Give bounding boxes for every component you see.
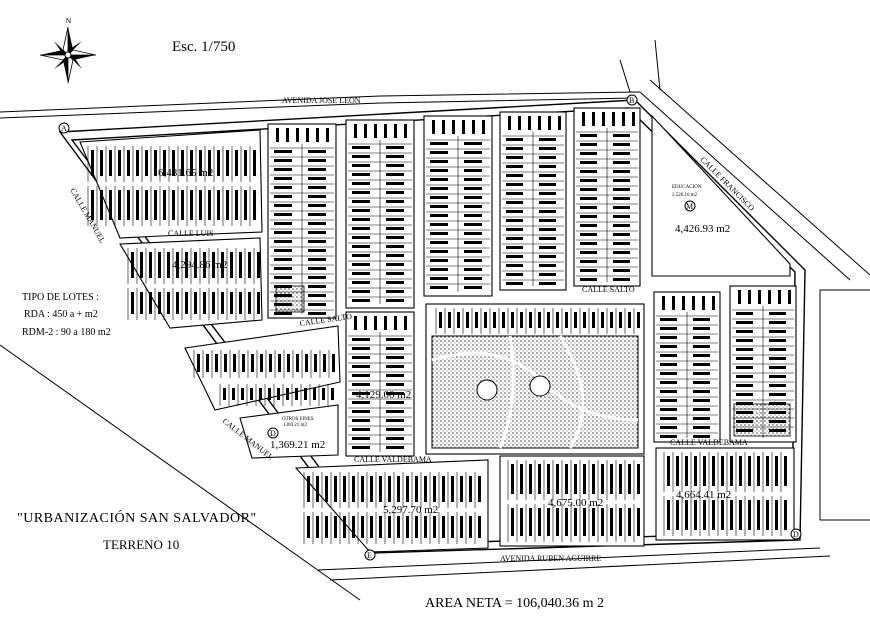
street-jose-leon: AVENIDA JOSE LEON: [282, 96, 361, 105]
marker-a: A: [61, 124, 67, 133]
marker-center-d: D: [270, 429, 276, 438]
marker-e: E: [367, 551, 372, 560]
marker-b: B: [629, 96, 634, 105]
note-otros-fines-area: 1369.21 m2: [283, 423, 307, 428]
area-labels: 6,481.65 m2 4,294.86 m2 1,369.21 m2 4,42…: [158, 167, 731, 516]
small-notes: OTROS FINES 1369.21 m2 EDUCACION 2,526.1…: [282, 185, 702, 428]
area-block-m: 4,426.93 m2: [675, 223, 730, 235]
north-arrow-icon: N: [39, 18, 97, 84]
area-block-b: 4,294.86 m2: [172, 259, 227, 271]
area-mid-left: 4,129.00 m2: [356, 389, 411, 401]
area-block-c: 1,369.21 m2: [270, 439, 325, 451]
area-lower-mid: 4,675.00 m2: [548, 497, 603, 509]
area-neta: AREA NETA = 106,040.36 m 2: [425, 596, 605, 611]
avenue-lines: [0, 39, 870, 601]
street-salto-right: CALLE SALTO: [582, 285, 635, 294]
area-lower-left: 5,297.70 m2: [383, 504, 438, 516]
plan-subtitle: TERRENO 10: [103, 537, 180, 552]
note-educacion: EDUCACION: [672, 185, 702, 190]
area-lower-right: 4,664.41 m2: [676, 489, 731, 501]
legend-rdm: RDM-2 : 90 a 180 m2: [22, 327, 111, 338]
note-educacion-area: 2,526.16 m2: [672, 193, 698, 198]
scale-label: Esc. 1/750: [172, 39, 236, 55]
note-otros-fines: OTROS FINES: [282, 417, 314, 422]
street-valdebama-mid: CALLE VALDEBAMA: [354, 455, 432, 464]
area-block-a: 6,481.65 m2: [158, 167, 213, 179]
building-marks: [91, 112, 791, 538]
legend-rda: RDA : 450 a + m2: [24, 309, 98, 320]
north-label: N: [66, 18, 71, 25]
park-area: [275, 285, 791, 449]
street-luis: CALLE LUIS: [168, 229, 214, 238]
marker-d: D: [793, 530, 799, 539]
street-valdebama-right: CALLE VALDEBAMA: [670, 438, 748, 447]
plan-title: "URBANIZACIÓN SAN SALVADOR": [17, 511, 257, 526]
marker-m: M: [686, 202, 693, 211]
legend-heading: TIPO DE LOTES :: [22, 292, 99, 303]
markers: A B D E M D: [58, 94, 802, 561]
street-ruben-aguirre: AVENIDA RUBEN AGUIRRE: [500, 554, 601, 563]
lot-lines: [87, 128, 794, 544]
